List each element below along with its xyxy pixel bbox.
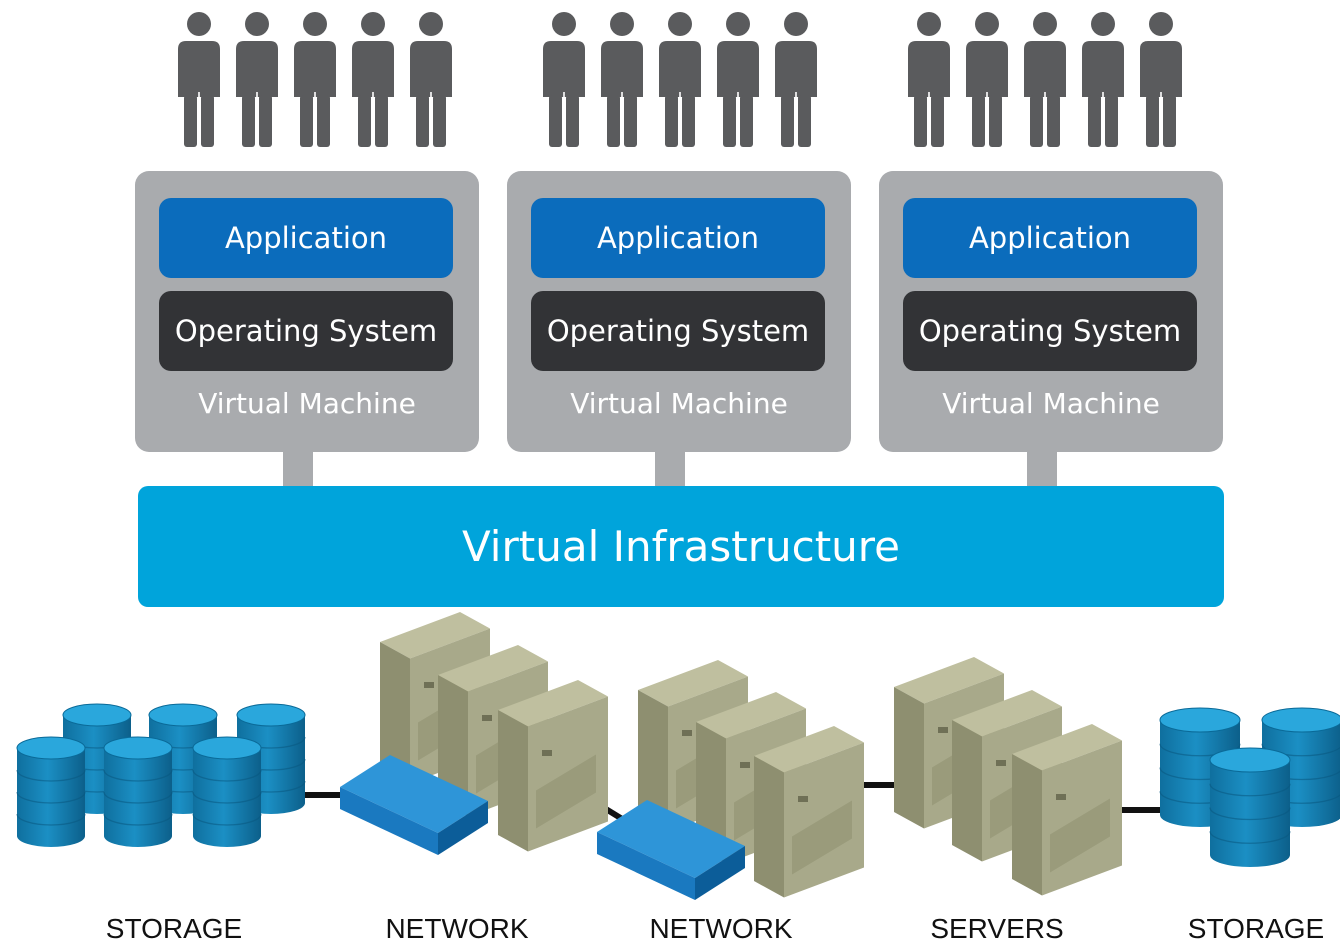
vm-box-3: Application Operating System Virtual Mac…	[879, 171, 1223, 452]
label-servers: SERVERS	[930, 913, 1064, 944]
person-icon	[908, 12, 950, 148]
person-icon	[966, 12, 1008, 148]
vm-label-3: Virtual Machine	[942, 387, 1160, 420]
vm-box-1: Application Operating System Virtual Mac…	[135, 171, 479, 452]
vm-connector-1	[283, 448, 313, 492]
virtual-infrastructure-bar: Virtual Infrastructure	[138, 486, 1224, 607]
person-icon	[775, 12, 817, 148]
vm-connector-3	[1027, 448, 1057, 492]
server-tower-icon	[498, 680, 608, 852]
label-storage-left: STORAGE	[105, 913, 243, 944]
person-icon	[1140, 12, 1182, 148]
person-icon	[294, 12, 336, 148]
users-layer	[178, 12, 1182, 148]
person-icon	[717, 12, 759, 148]
storage-cylinder-icon	[16, 736, 86, 847]
vm-operating-system-2: Operating System	[531, 291, 825, 371]
person-icon	[236, 12, 278, 148]
person-icon	[1082, 12, 1124, 148]
vm-box-2: Application Operating System Virtual Mac…	[507, 171, 851, 452]
person-icon	[410, 12, 452, 148]
person-icon	[543, 12, 585, 148]
vm-application-2: Application	[531, 198, 825, 278]
vm-connector-2	[655, 448, 685, 492]
vm-label-2: Virtual Machine	[570, 387, 788, 420]
vm-operating-system-3: Operating System	[903, 291, 1197, 371]
storage-cylinder-icon	[1209, 747, 1291, 867]
server-tower-icon	[754, 726, 864, 898]
person-icon	[1024, 12, 1066, 148]
person-icon	[601, 12, 643, 148]
person-icon	[178, 12, 220, 148]
vm-application-1: Application	[159, 198, 453, 278]
server-tower-icon	[1012, 724, 1122, 896]
storage-cylinder-icon	[192, 736, 262, 847]
storage-cylinder-icon	[103, 736, 173, 847]
vm-label-1: Virtual Machine	[198, 387, 416, 420]
person-icon	[352, 12, 394, 148]
label-network-right: NETWORK	[649, 913, 793, 944]
label-network-left: NETWORK	[385, 913, 529, 944]
person-icon	[659, 12, 701, 148]
network-switch-icon	[340, 755, 488, 855]
vm-operating-system-1: Operating System	[159, 291, 453, 371]
network-switch-icon	[597, 800, 745, 900]
label-storage-right: STORAGE	[1187, 913, 1325, 944]
vm-application-3: Application	[903, 198, 1197, 278]
hardware-layer	[16, 612, 1340, 900]
